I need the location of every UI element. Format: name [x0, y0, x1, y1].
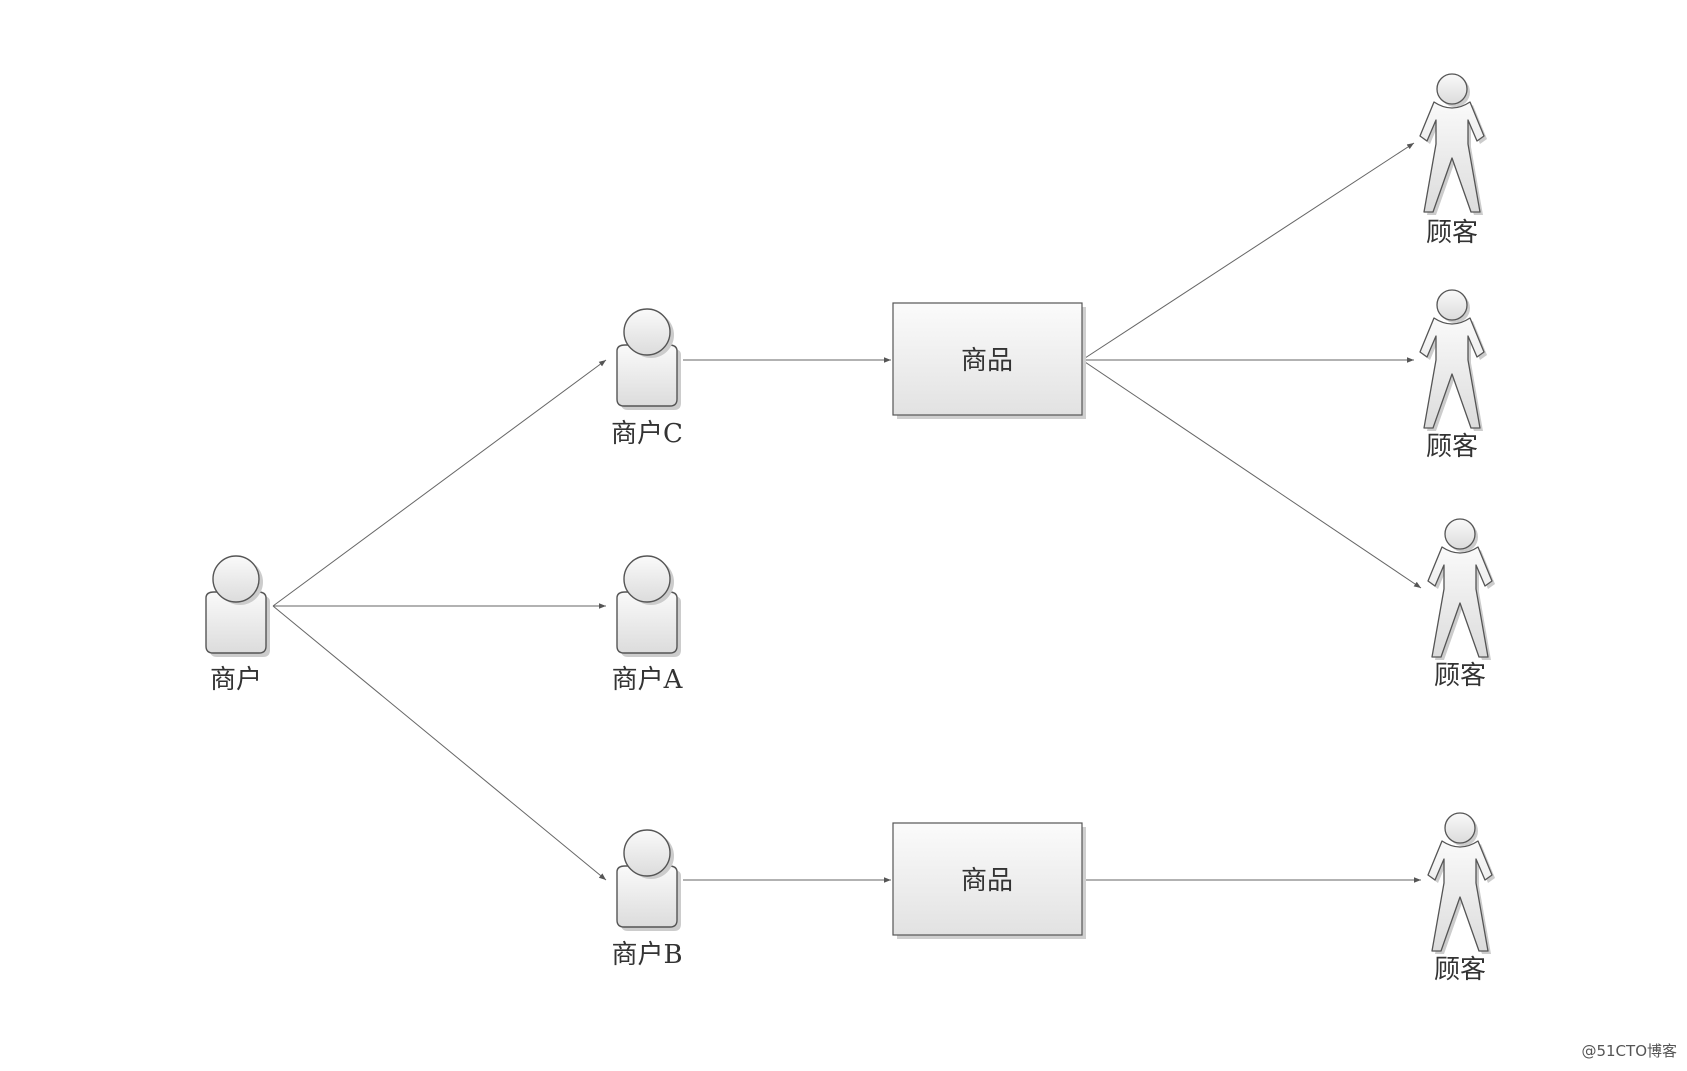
customer-label-3: 顾客	[1434, 661, 1486, 691]
edge-merchant-to-merchant-c	[272, 359, 607, 607]
customer-node-1[interactable]: 顾客	[1419, 73, 1488, 248]
merchant-b-node[interactable]: 商户B	[611, 829, 683, 970]
merchant-b-label: 商户B	[611, 940, 682, 970]
customer-node-2[interactable]: 顾客	[1419, 289, 1488, 462]
merchant-c-node[interactable]: 商户C	[611, 308, 683, 449]
person-icon	[1419, 289, 1488, 432]
merchant-c-label: 商户C	[611, 419, 683, 449]
merchant-root-node[interactable]: 商户	[205, 555, 271, 695]
edge-merchant-to-merchant-b	[272, 605, 607, 881]
user-bust-icon	[616, 829, 682, 932]
person-icon	[1419, 73, 1488, 216]
user-bust-icon	[616, 308, 682, 411]
person-icon	[1427, 518, 1496, 661]
customer-node-4[interactable]: 顾客	[1427, 812, 1496, 985]
merchant-a-label: 商户A	[612, 665, 684, 695]
customer-label-2: 顾客	[1426, 432, 1478, 462]
goods-box-bottom[interactable]: 商品	[892, 822, 1086, 939]
edge-goods-to-customer-3	[1081, 359, 1422, 589]
person-icon	[1427, 812, 1496, 955]
user-bust-icon	[616, 555, 682, 658]
watermark: @51CTO博客	[1581, 1042, 1677, 1060]
merchant-a-node[interactable]: 商户A	[612, 555, 684, 695]
customer-label-4: 顾客	[1434, 955, 1486, 985]
goods-box-top[interactable]: 商品	[892, 302, 1086, 419]
customer-node-3[interactable]: 顾客	[1427, 518, 1496, 691]
merchant-root-label: 商户	[210, 665, 262, 695]
edges	[272, 142, 1422, 883]
goods-bottom-label: 商品	[961, 866, 1013, 896]
user-bust-icon	[205, 555, 271, 658]
goods-top-label: 商品	[961, 346, 1013, 376]
edge-goods-to-customer-1	[1081, 142, 1415, 361]
customer-label-1: 顾客	[1426, 218, 1478, 248]
